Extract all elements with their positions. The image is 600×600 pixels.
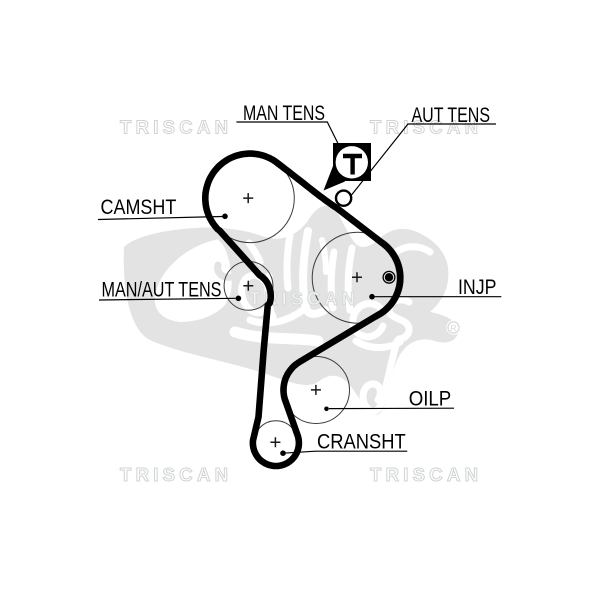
svg-text:TRISCAN: TRISCAN xyxy=(370,464,480,485)
svg-text:TRISCAN: TRISCAN xyxy=(120,464,230,485)
svg-text:OILP: OILP xyxy=(409,386,452,410)
svg-text:TRISCAN: TRISCAN xyxy=(249,288,357,309)
svg-text:R: R xyxy=(450,323,456,333)
svg-text:MAN/AUT TENS: MAN/AUT TENS xyxy=(102,278,222,302)
svg-text:TRISCAN: TRISCAN xyxy=(120,117,230,138)
svg-text:CRANSHT: CRANSHT xyxy=(317,430,406,454)
svg-text:CAMSHT: CAMSHT xyxy=(101,195,177,219)
svg-text:AUT TENS: AUT TENS xyxy=(412,103,491,127)
svg-text:MAN TENS: MAN TENS xyxy=(243,101,325,125)
svg-text:TRISCAN: TRISCAN xyxy=(370,117,480,138)
svg-text:INJP: INJP xyxy=(458,275,497,299)
